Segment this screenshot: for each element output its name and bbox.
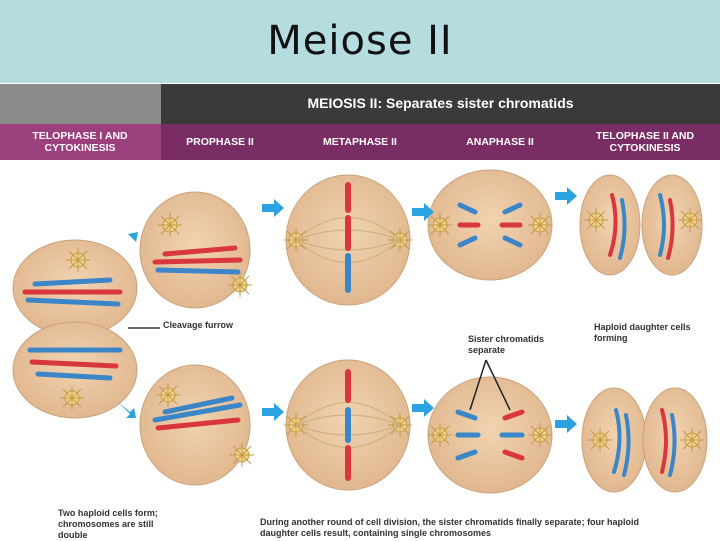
cell-bottom — [12, 321, 138, 419]
arrow-icon — [120, 232, 138, 248]
header-left-block — [0, 84, 161, 124]
centrosome-icon — [527, 422, 553, 448]
cell — [579, 174, 641, 276]
sister-chromatids-label: Sister chromatids separate — [468, 334, 545, 355]
haploid-forming-label: Haploid daughter cells forming — [594, 322, 691, 343]
centrosome-icon — [227, 272, 253, 298]
centrosome-icon — [587, 427, 613, 453]
centrosome-icon — [229, 442, 255, 468]
arrow-icon — [412, 399, 434, 417]
centrosome-icon — [527, 212, 553, 238]
arrow-icon — [412, 203, 434, 221]
centrosome-icon — [679, 427, 705, 453]
chromosomes-telophase-ii — [608, 193, 677, 477]
stage-label-prophase-ii: PROPHASE II — [186, 136, 254, 148]
centrosome-icon — [59, 385, 85, 411]
prophase-ii-cells — [139, 191, 255, 486]
cleavage-label: Cleavage furrow — [163, 320, 234, 330]
anaphase-ii-cells — [427, 169, 553, 494]
centrosome-icon — [157, 212, 183, 238]
arrow-icon — [262, 403, 284, 421]
metaphase-ii-cells — [283, 174, 413, 491]
two-haploid-label: Two haploid cells form; chromosomes are … — [58, 508, 158, 540]
chromosomes-prophase-ii — [152, 245, 243, 431]
stage-label-metaphase-ii: METAPHASE II — [323, 136, 397, 148]
stage-label-telophase-i: TELOPHASE I AND CYTOKINESIS — [32, 130, 128, 154]
bottom-caption: During another round of cell division, t… — [260, 517, 640, 538]
title-bar: Meiose II — [0, 0, 720, 83]
centrosome-icon — [65, 247, 91, 273]
sister-chromatids-pointer — [469, 359, 511, 411]
arrow-icon — [118, 402, 136, 418]
header-main-text: MEIOSIS II: Separates sister chromatids — [307, 95, 574, 111]
arrow-icon — [555, 415, 577, 433]
header-main: MEIOSIS II: Separates sister chromatids — [161, 84, 720, 124]
arrow-icon — [555, 187, 577, 205]
chromosomes-telophase-i — [22, 277, 123, 381]
stage-label-telophase-ii: TELOPHASE II AND CYTOKINESIS — [595, 130, 695, 154]
process-arrows — [118, 187, 577, 433]
stage-label-anaphase-ii: ANAPHASE II — [466, 136, 534, 148]
stage-bar-left — [0, 124, 161, 160]
stage-bar-right — [161, 124, 720, 160]
centrosome-icon — [155, 382, 181, 408]
meiosis-diagram — [12, 169, 708, 494]
centrosome-icon — [427, 422, 453, 448]
slide-title: Meiose II — [267, 18, 453, 64]
arrow-icon — [262, 199, 284, 217]
centrosome-icon — [427, 212, 453, 238]
chromosomes-anaphase-ii — [455, 202, 525, 461]
telophase-i-cells — [12, 239, 138, 419]
centrosome-icon — [583, 207, 609, 233]
centrosome-icon — [677, 207, 703, 233]
telophase-ii-cells — [579, 174, 708, 493]
